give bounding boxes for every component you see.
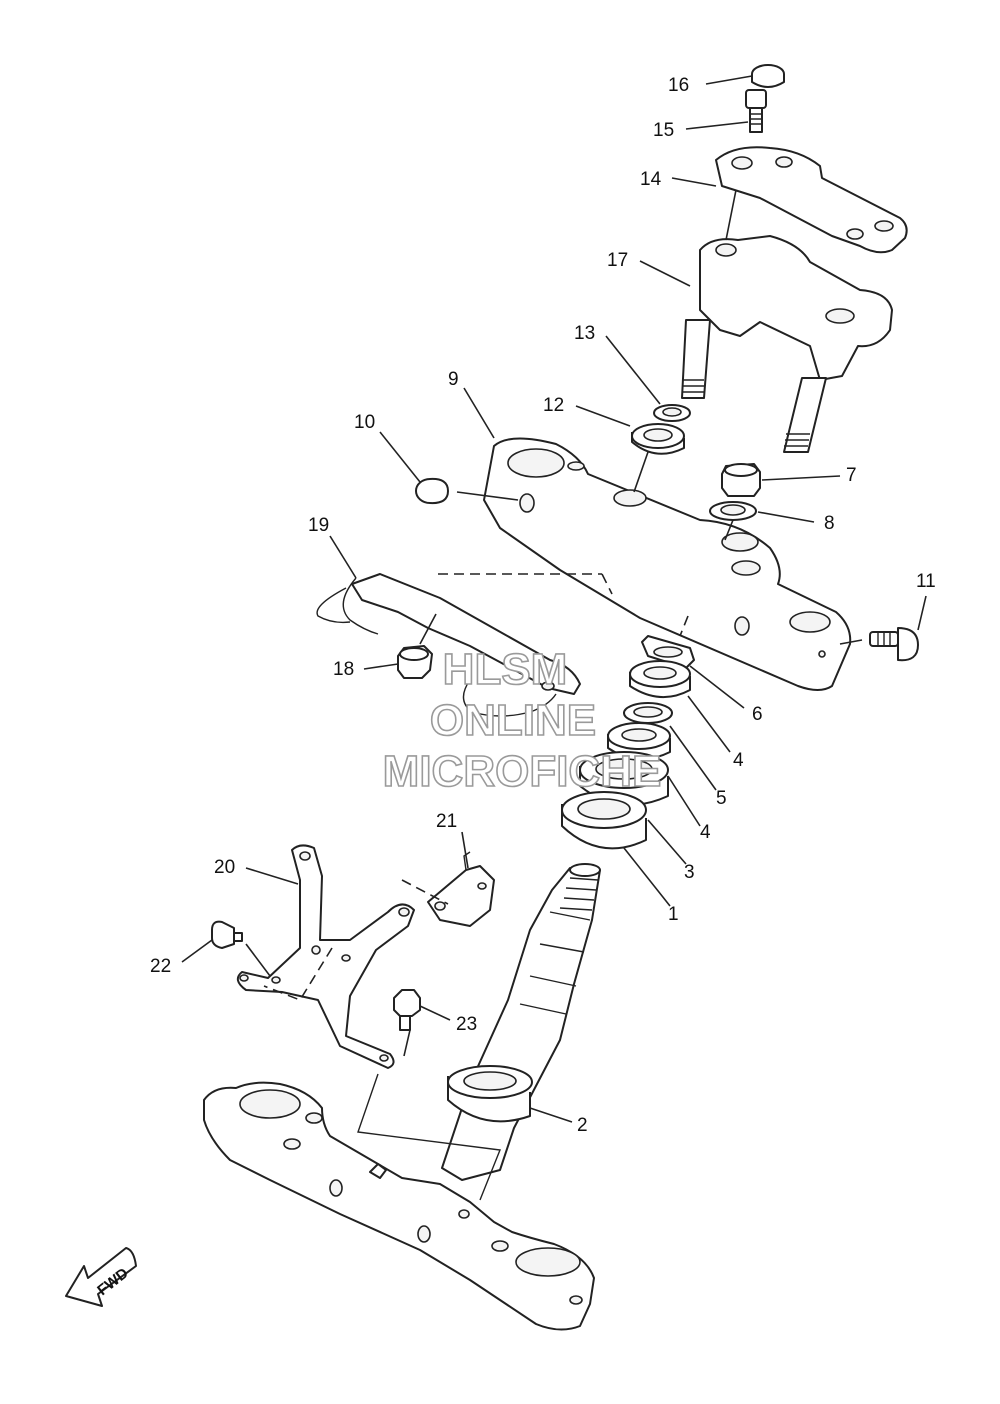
- callout-7: 7: [846, 465, 857, 486]
- callout-17: 17: [607, 250, 628, 271]
- callout-12: 12: [543, 395, 564, 416]
- callout-4-upper: 4: [733, 750, 744, 771]
- part-18-nut: [397, 645, 433, 679]
- watermark-line-1: HLSM: [443, 645, 568, 694]
- callout-5: 5: [716, 788, 727, 809]
- part-13-washer: [653, 404, 691, 422]
- part-20-stay: [236, 844, 415, 1069]
- callout-4-lower: 4: [700, 822, 711, 843]
- callout-1: 1: [668, 904, 679, 925]
- callout-19: 19: [308, 515, 329, 536]
- part-1-bearing: [561, 791, 647, 850]
- watermark-line-3: MICROFICHE: [383, 747, 662, 796]
- fwd-arrow: FWD: [65, 1247, 137, 1307]
- callout-9: 9: [448, 369, 459, 390]
- assembly-lines: [263, 573, 689, 1201]
- part-4-ring-nut-upper: [629, 660, 691, 699]
- callout-10: 10: [354, 412, 375, 433]
- part-23-bolt: [393, 989, 421, 1031]
- callout-23: 23: [456, 1014, 477, 1035]
- callout-21: 21: [436, 811, 457, 832]
- part-16-cap: [751, 64, 785, 88]
- part-10-cap: [415, 477, 449, 505]
- callout-13: 13: [574, 323, 595, 344]
- part-21-bracket: [427, 851, 495, 927]
- callout-3: 3: [684, 862, 695, 883]
- part-11-bolt: [869, 627, 919, 662]
- part-9-upper-bracket: [483, 437, 852, 691]
- part-8-washer: [709, 501, 757, 521]
- callout-14: 14: [640, 169, 662, 190]
- part-22-bolt: [211, 920, 243, 949]
- part-6-lock-washer: [641, 635, 695, 669]
- part-19-wire-guide: [316, 573, 581, 717]
- callout-16: 16: [668, 75, 689, 96]
- callout-18: 18: [333, 659, 354, 680]
- watermark: HLSM ONLINE MICROFICHE: [382, 644, 662, 797]
- callout-2: 2: [577, 1115, 588, 1136]
- leader-lines: [181, 75, 927, 1123]
- callout-numbers: 16 15 14 17 13 12 9 10 7 8 19 11 18 6 4 …: [150, 75, 936, 1136]
- part-14-upper-holder: [715, 146, 908, 254]
- lower-bracket: [203, 1081, 595, 1331]
- callout-15: 15: [653, 120, 674, 141]
- part-7-nut: [721, 463, 761, 497]
- callout-11: 11: [916, 571, 936, 592]
- callout-22: 22: [150, 956, 171, 977]
- part-15-bolt: [745, 89, 767, 133]
- callout-6: 6: [752, 704, 763, 725]
- callout-8: 8: [824, 513, 835, 534]
- part-17-lower-holder: [681, 235, 893, 453]
- callout-20: 20: [214, 857, 235, 878]
- part-5-rubber-washer: [623, 702, 673, 724]
- part-2-bearing: [447, 1065, 533, 1123]
- watermark-line-2: ONLINE: [430, 696, 596, 745]
- part-12-damper: [631, 423, 685, 455]
